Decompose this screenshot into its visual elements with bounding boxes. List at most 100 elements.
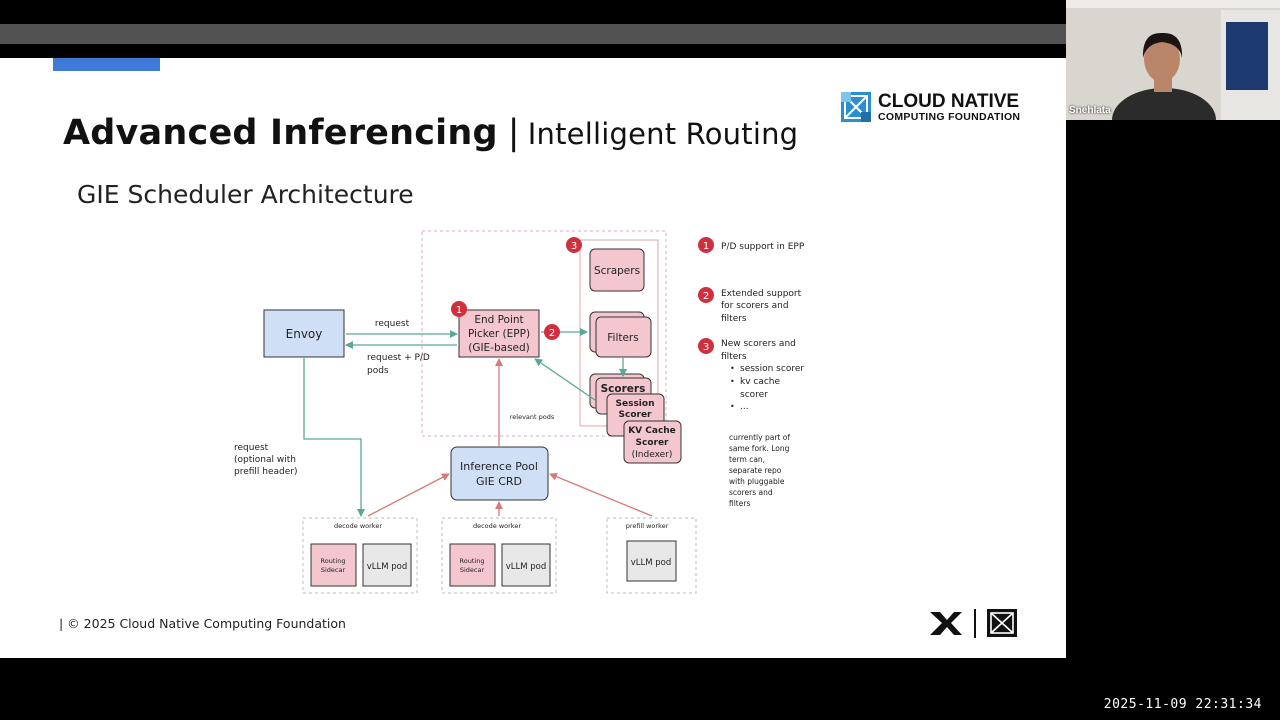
participant-face [1144, 36, 1180, 82]
slide: Advanced Inferencing|Intelligent Routing… [0, 58, 1066, 658]
decode-worker-2 [441, 517, 557, 594]
vllm-pod-2 [501, 543, 551, 587]
logo-line2: COMPUTING FOUNDATION [878, 110, 1021, 123]
request-label: request [375, 319, 410, 329]
slide-title: Advanced Inferencing|Intelligent Routing [63, 113, 798, 153]
fork-note-l2: same fork. Long [729, 444, 790, 453]
fork-note-l4: separate repo [729, 466, 782, 475]
badge-1-epp [451, 301, 467, 317]
kv-cache-label-3: (Indexer) [632, 450, 673, 460]
title-rest: Intelligent Routing [527, 117, 799, 151]
vllm-pod-1 [362, 543, 412, 587]
prefill-worker [606, 517, 697, 594]
participant-name: Snehlata [1069, 105, 1111, 116]
participant-video [1066, 0, 1280, 120]
decode-worker-1 [302, 517, 418, 594]
slide-accent-tab [53, 58, 160, 71]
vllm-pod-3-label: vLLM pod [631, 558, 672, 568]
routing-sidecar-1-l2: Sidecar [321, 566, 346, 574]
routing-sidecar-1 [310, 543, 357, 587]
note-2-l1: Extended support [721, 289, 802, 299]
note-badge-1 [698, 237, 714, 253]
vllm-pod-3 [626, 540, 677, 582]
envoy-to-decode-arrow [303, 358, 365, 517]
relevant-pods-label: relevant pods [510, 413, 555, 421]
fork-note-l3: term can, [729, 455, 765, 464]
request-opt-label-2: (optional with [234, 455, 296, 465]
epp-label-3: (GIE-based) [468, 342, 530, 354]
timestamp: 2025-11-09 22:31:34 [1103, 697, 1262, 712]
bullet-1-dot: • [730, 364, 735, 373]
prefill-to-pool-arrow [549, 472, 653, 517]
note-badge-3 [698, 338, 714, 354]
inference-pool-box [450, 446, 549, 501]
slide-subtitle: GIE Scheduler Architecture [77, 180, 414, 209]
prefill-worker-label: prefill worker [626, 522, 669, 530]
routing-sidecar-1-l1: Routing [321, 557, 346, 565]
decode1-to-pool-arrow [367, 473, 450, 517]
note-2-l3: filters [721, 314, 747, 324]
note-badge-3-text: 3 [703, 342, 709, 353]
note-bullet-2-l2: scorer [740, 390, 768, 400]
filters-label: Filters [607, 332, 638, 344]
fork-note-l6: scorers and [729, 488, 773, 497]
fork-note-l5: with pluggable [729, 477, 785, 486]
cncf-logo-icon [841, 92, 871, 122]
note-bullet-2-l1: kv cache [740, 377, 781, 387]
title-separator: | [507, 113, 520, 153]
routing-sidecar-2-l2: Sidecar [460, 566, 485, 574]
epp-container [421, 230, 667, 437]
note-1: P/D support in EPP [721, 242, 805, 252]
kv-cache-label-2: Scorer [636, 438, 670, 448]
decode-worker-1-label: decode worker [334, 522, 382, 530]
kv-cache-label-1: KV Cache [628, 426, 676, 436]
scrapers-label: Scrapers [594, 265, 640, 277]
note-3-l1: New scorers and [721, 339, 796, 349]
request-pd-label-1: request + P/D [367, 353, 430, 363]
badge-2-diagram [544, 324, 560, 340]
vllm-pod-2-label: vLLM pod [506, 562, 547, 572]
filters-box [595, 316, 652, 358]
footer-divider [974, 609, 976, 638]
vllm-pod-1-label: vLLM pod [367, 562, 408, 572]
epp-box [458, 309, 540, 358]
note-bullet-3: ... [740, 402, 749, 412]
epp-label-2: Picker (EPP) [468, 328, 530, 340]
architecture-diagram: Envoy End Point Picker (EPP) (GIE-based)… [234, 230, 805, 594]
cncf-mark-icon [987, 609, 1017, 637]
session-scorer-label-2: Scorer [619, 410, 653, 420]
routing-sidecar-2-l1: Routing [460, 557, 485, 565]
pool-label-2: GIE CRD [476, 475, 522, 488]
note-badge-2-text: 2 [703, 291, 709, 302]
cncf-logo: CLOUD NATIVE COMPUTING FOUNDATION [840, 91, 1020, 123]
badge-2-diagram-text: 2 [549, 328, 555, 339]
request-pd-label-2: pods [367, 366, 389, 376]
title-bold: Advanced Inferencing [63, 113, 498, 153]
pool-label-1: Inference Pool [460, 460, 538, 473]
x-logo-icon [930, 612, 962, 635]
routing-sidecar-2 [449, 543, 496, 587]
logo-line1: CLOUD NATIVE [878, 90, 1020, 112]
fork-note-l7: filters [729, 499, 750, 508]
epp-label-1: End Point [474, 314, 523, 326]
fork-note-l1: currently part of [729, 433, 790, 442]
kv-cache-scorer-box [623, 420, 682, 464]
curtain [1226, 22, 1268, 90]
request-opt-label-3: prefill header) [234, 467, 298, 477]
scorers-label: Scorers [601, 383, 646, 395]
request-opt-label-1: request [234, 443, 269, 453]
footer-event-logo [930, 609, 1017, 638]
note-3-l2: filters [721, 352, 747, 362]
scorers-to-epp-arrow [534, 358, 596, 401]
bullet-3-dot: • [730, 402, 735, 411]
envoy-label: Envoy [286, 327, 323, 341]
note-badge-1-text: 1 [703, 241, 709, 252]
note-badge-2 [698, 287, 714, 303]
footer-copyright: | © 2025 Cloud Native Computing Foundati… [59, 616, 346, 631]
badge-3-diagram [566, 237, 582, 253]
participant-video-tile[interactable]: Snehlata [1066, 0, 1280, 120]
decode-worker-2-label: decode worker [473, 522, 521, 530]
badge-1-epp-text: 1 [456, 305, 462, 316]
session-scorer-label-1: Session [616, 399, 655, 409]
presentation-top-bar [0, 24, 1066, 44]
